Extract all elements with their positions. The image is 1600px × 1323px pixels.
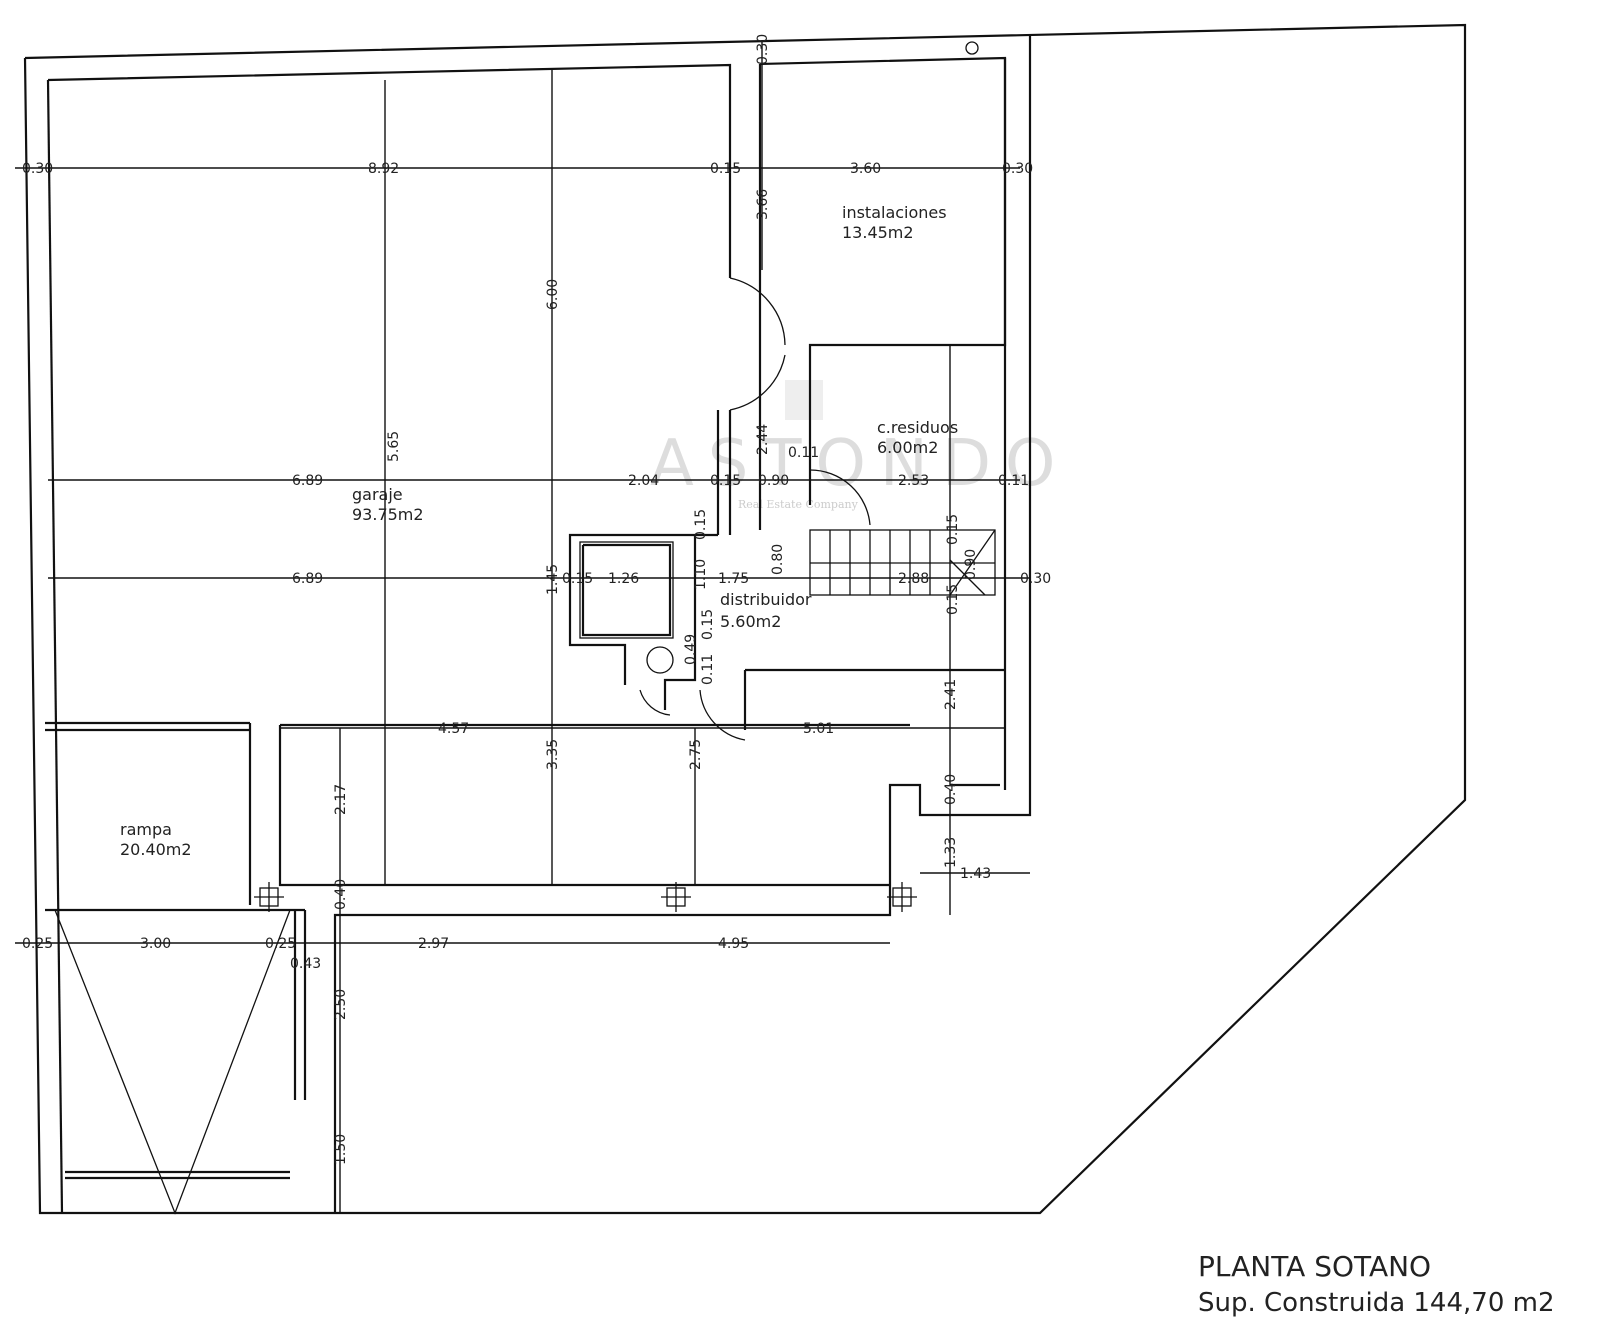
dim-label: 2.88 xyxy=(898,571,929,587)
room-labels: instalaciones 13.45m2 c.residuos 6.00m2 … xyxy=(120,203,958,859)
dim-label: 0.30 xyxy=(22,161,53,177)
dim-label: 8.92 xyxy=(368,161,399,177)
room-garaje-area: 93.75m2 xyxy=(352,505,424,524)
room-rampa-name: rampa xyxy=(120,820,172,839)
dim-label: 6.89 xyxy=(292,473,323,489)
dimension-lines xyxy=(15,40,1030,1213)
dim-label: 6.89 xyxy=(292,571,323,587)
dim-label: 1.75 xyxy=(718,571,749,587)
room-instalaciones-area: 13.45m2 xyxy=(842,223,914,242)
room-c-residuos-name: c.residuos xyxy=(877,418,958,437)
dim-label: 0.25 xyxy=(22,936,53,952)
room-distribuidor-name: distribuidor xyxy=(720,590,812,609)
dim-label: 0.90 xyxy=(963,549,979,580)
dim-label: 5.01 xyxy=(803,721,834,737)
room-instalaciones-name: instalaciones xyxy=(842,203,947,222)
pillars xyxy=(254,882,917,912)
dim-label: 4.95 xyxy=(718,936,749,952)
dim-label: 2.53 xyxy=(898,473,929,489)
dim-label: 3.35 xyxy=(545,739,561,770)
dim-label: 2.44 xyxy=(755,424,771,455)
dim-label: 0.15 xyxy=(562,571,593,587)
dim-label: 2.50 xyxy=(333,989,349,1020)
staircase xyxy=(809,529,996,596)
dim-label: 4.57 xyxy=(438,721,469,737)
dim-label: 1.43 xyxy=(960,866,991,882)
dim-label: 1.26 xyxy=(608,571,639,587)
dim-label: 1.45 xyxy=(545,564,561,595)
watermark-tagline: Real Estate Company xyxy=(738,498,859,511)
dim-label: 3.60 xyxy=(850,161,881,177)
dim-label: 0.15 xyxy=(700,609,716,640)
dim-label: 2.17 xyxy=(333,784,349,815)
dim-label: 0.40 xyxy=(333,879,349,910)
dim-label: 2.75 xyxy=(688,739,704,770)
dim-label: 1.50 xyxy=(333,1134,349,1165)
dim-label: 0.15 xyxy=(693,509,709,540)
plan-built-area: Sup. Construida 144,70 m2 xyxy=(1198,1288,1555,1318)
dim-label: 0.11 xyxy=(788,445,819,461)
dim-label: 0.11 xyxy=(700,654,716,685)
dim-label: 0.43 xyxy=(290,956,321,972)
dim-label: 0.40 xyxy=(943,774,959,805)
doors xyxy=(639,41,979,741)
dim-label: 0.15 xyxy=(710,473,741,489)
dim-label: 3.66 xyxy=(755,189,771,220)
room-garaje-name: garaje xyxy=(352,485,403,504)
dimension-labels: 0.30 8.92 0.15 3.60 0.30 3.66 6.00 0.30 … xyxy=(22,34,1051,1165)
dim-label: 0.80 xyxy=(770,544,786,575)
dim-label: 0.15 xyxy=(945,514,961,545)
dim-label: 2.04 xyxy=(628,473,659,489)
dim-label: 0.30 xyxy=(755,34,771,65)
room-rampa-area: 20.40m2 xyxy=(120,840,192,859)
dim-label: 3.00 xyxy=(140,936,171,952)
watermark: ASTONDO Real Estate Company xyxy=(650,380,1069,511)
dim-label: 2.97 xyxy=(418,936,449,952)
dim-label: 1.33 xyxy=(943,837,959,868)
watermark-brand: ASTONDO xyxy=(650,427,1069,501)
dim-label: 0.15 xyxy=(710,161,741,177)
room-c-residuos-area: 6.00m2 xyxy=(877,438,938,457)
dim-label: 5.65 xyxy=(386,431,402,462)
dim-label: 6.00 xyxy=(545,279,561,310)
plan-title: PLANTA SOTANO xyxy=(1198,1250,1432,1283)
room-distribuidor-area: 5.60m2 xyxy=(720,612,781,631)
dim-label: 1.10 xyxy=(693,559,709,590)
dim-label: 0.15 xyxy=(945,584,961,615)
dim-label: 0.49 xyxy=(683,634,699,665)
dim-label: 0.25 xyxy=(265,936,296,952)
dim-label: 0.30 xyxy=(1002,161,1033,177)
dim-label: 0.30 xyxy=(1020,571,1051,587)
dim-label: 0.90 xyxy=(758,473,789,489)
dim-label: 2.41 xyxy=(943,679,959,710)
dim-label: 0.11 xyxy=(998,473,1029,489)
